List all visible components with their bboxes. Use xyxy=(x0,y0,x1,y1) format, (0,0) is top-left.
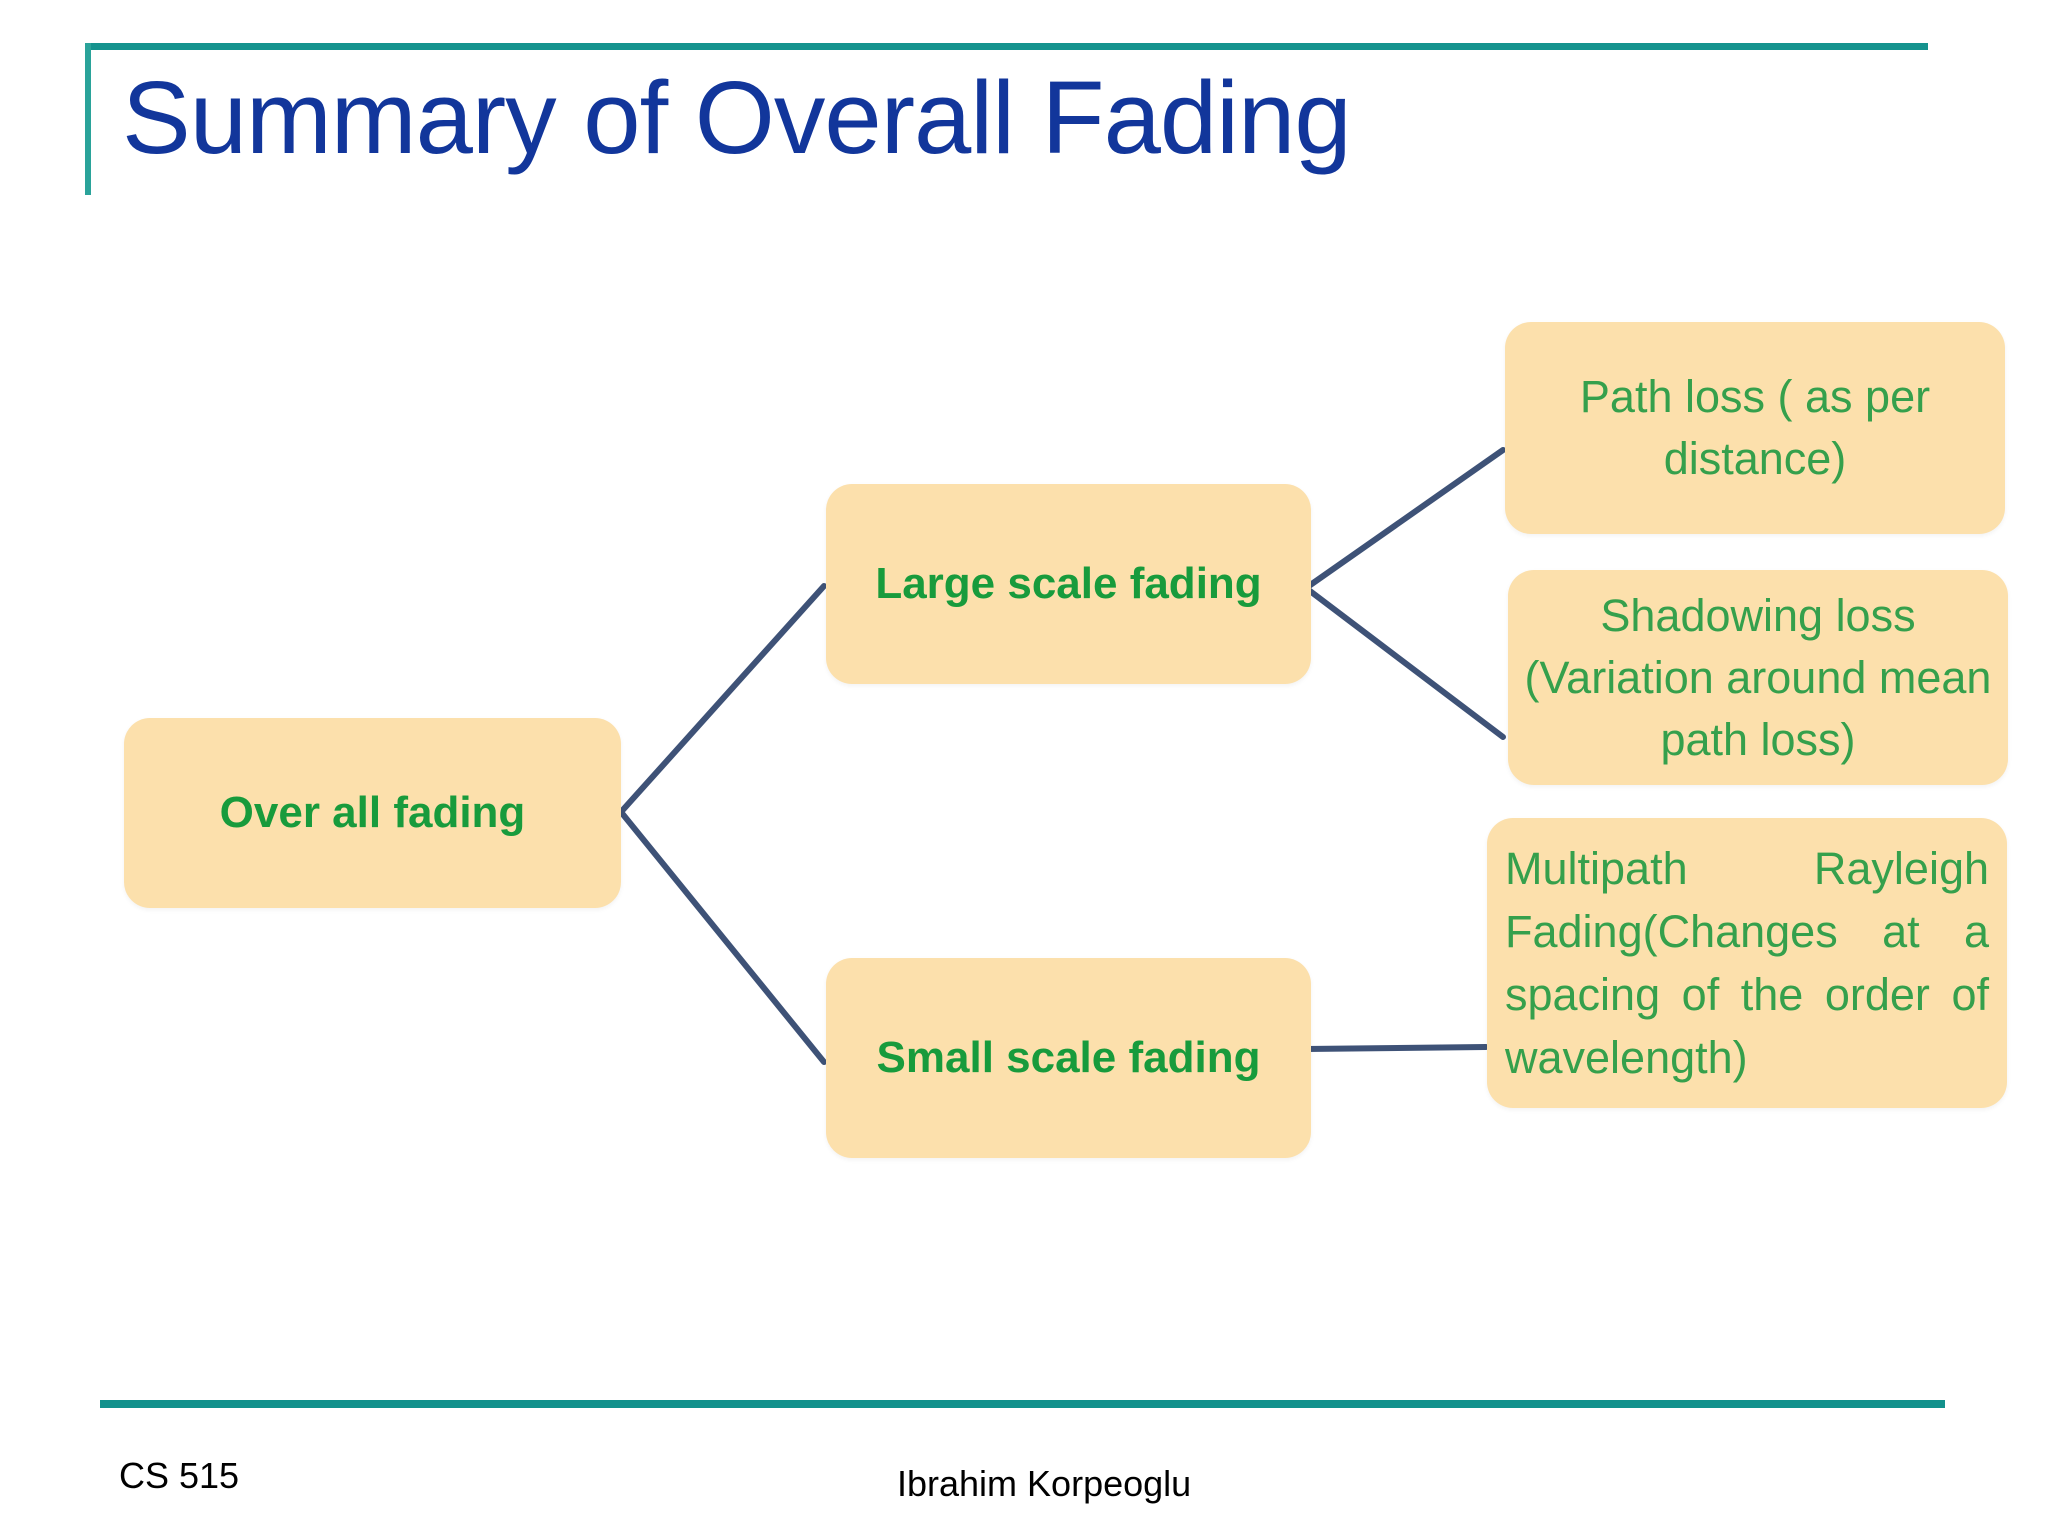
node-multipath-rayleigh-fading-label: Multipath Rayleigh Fading(Changes at a s… xyxy=(1505,843,1989,1083)
node-path-loss[interactable]: Path loss ( as per distance) xyxy=(1505,322,2005,534)
node-multipath-rayleigh-fading[interactable]: Multipath Rayleigh Fading(Changes at a s… xyxy=(1487,818,2007,1108)
title-rule-top xyxy=(85,43,1928,50)
footer-course-code: CS 515 xyxy=(119,1455,240,1496)
node-path-loss-label: Path loss ( as per distance) xyxy=(1579,371,1931,484)
node-large-scale-fading[interactable]: Large scale fading xyxy=(826,484,1311,684)
node-large-scale-fading-label: Large scale fading xyxy=(875,559,1262,608)
node-over-all-fading-label: Over all fading xyxy=(219,788,526,837)
node-small-scale-fading-label: Small scale fading xyxy=(876,1033,1261,1082)
node-shadowing-loss-title: Shadowing loss xyxy=(1600,589,1916,641)
page-title: Summary of Overall Fading xyxy=(122,60,1352,175)
footer-author: Ibrahim Korpeoglu xyxy=(897,1463,1192,1504)
node-over-all-fading[interactable]: Over all fading xyxy=(124,718,621,908)
node-small-scale-fading[interactable]: Small scale fading xyxy=(826,958,1311,1158)
node-shadowing-loss[interactable]: Shadowing loss (Variation around mean pa… xyxy=(1508,570,2008,785)
title-rule-left xyxy=(85,43,91,195)
footer-rule xyxy=(100,1400,1945,1408)
node-shadowing-loss-detail: (Variation around mean path loss) xyxy=(1524,651,1992,765)
